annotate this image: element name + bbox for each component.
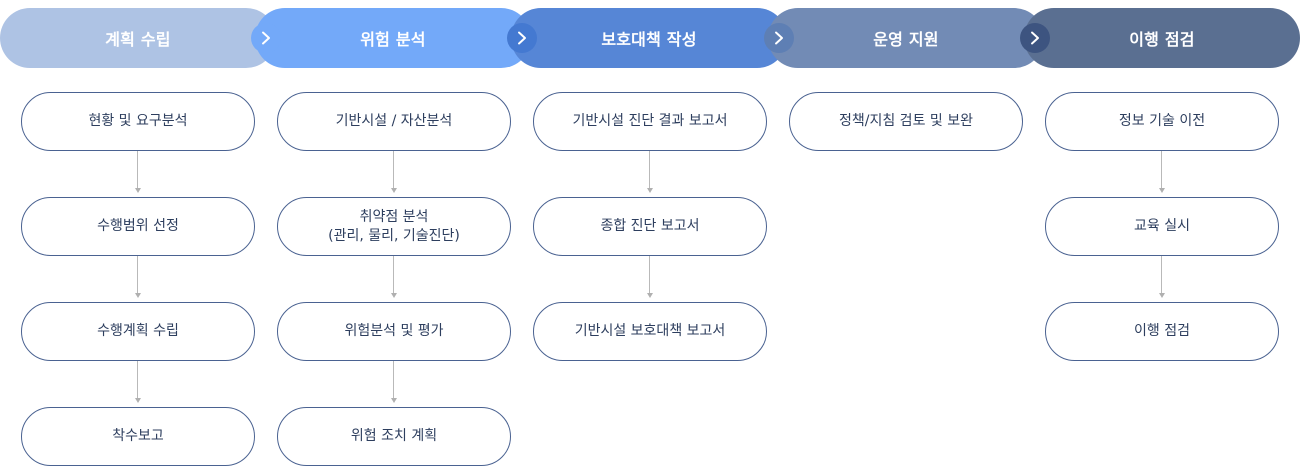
arrow-down-icon bbox=[391, 398, 397, 403]
step-label: 취약점 분석 bbox=[359, 208, 429, 225]
connector-line bbox=[137, 151, 138, 189]
down-arrow-connector bbox=[533, 256, 767, 302]
step-label: 교육 실시 bbox=[1134, 218, 1190, 234]
step-box: 기반시설 보호대책 보고서 bbox=[533, 302, 767, 361]
arrow-down-icon bbox=[1159, 293, 1165, 298]
step-box: 종합 진단 보고서 bbox=[533, 197, 767, 256]
arrow-down-icon bbox=[391, 188, 397, 193]
chevron-right-icon bbox=[507, 23, 537, 53]
down-arrow-connector bbox=[277, 361, 511, 407]
connector-line bbox=[1161, 151, 1162, 189]
connector-line bbox=[649, 151, 650, 189]
step-box: 정보 기술 이전 bbox=[1045, 92, 1279, 151]
step-label: 착수보고 bbox=[112, 428, 164, 444]
step-label: 종합 진단 보고서 bbox=[600, 218, 700, 234]
phase-label: 보호대책 작성 bbox=[601, 30, 697, 49]
step-label: 위험분석 및 평가 bbox=[344, 323, 444, 339]
phase-label: 이행 점검 bbox=[1129, 30, 1195, 49]
phase-label: 위험 분석 bbox=[360, 30, 426, 49]
connector-line bbox=[649, 256, 650, 294]
connector-line bbox=[393, 256, 394, 294]
arrow-down-icon bbox=[135, 398, 141, 403]
step-box: 기반시설 / 자산분석 bbox=[277, 92, 511, 151]
connector-line bbox=[393, 361, 394, 399]
down-arrow-connector bbox=[21, 361, 255, 407]
down-arrow-connector bbox=[1045, 256, 1279, 302]
step-label: 기반시설 / 자산분석 bbox=[335, 113, 453, 129]
chevron-right-icon bbox=[764, 23, 794, 53]
phase-label: 운영 지원 bbox=[873, 30, 939, 49]
arrow-down-icon bbox=[647, 188, 653, 193]
step-box: 취약점 분석 (관리, 물리, 기술진단) bbox=[277, 197, 511, 256]
step-box: 이행 점검 bbox=[1045, 302, 1279, 361]
step-label: 정보 기술 이전 bbox=[1118, 113, 1206, 129]
step-label: 이행 점검 bbox=[1134, 323, 1190, 339]
step-box: 수행계획 수립 bbox=[21, 302, 255, 361]
step-label: 위험 조치 계획 bbox=[350, 428, 438, 444]
arrow-down-icon bbox=[647, 293, 653, 298]
phase-risk-analysis: 위험 분석 bbox=[255, 8, 531, 68]
step-label: 기반시설 보호대책 보고서 bbox=[574, 323, 726, 339]
arrow-down-icon bbox=[135, 293, 141, 298]
step-label: 현황 및 요구분석 bbox=[88, 113, 188, 129]
step-label: (관리, 물리, 기술진단) bbox=[328, 227, 460, 244]
connector-line bbox=[1161, 256, 1162, 294]
step-box: 현황 및 요구분석 bbox=[21, 92, 255, 151]
down-arrow-connector bbox=[277, 256, 511, 302]
step-label: 수행범위 선정 bbox=[97, 218, 179, 234]
connector-line bbox=[137, 256, 138, 294]
step-box: 교육 실시 bbox=[1045, 197, 1279, 256]
step-label: 정책/지침 검토 및 보완 bbox=[839, 113, 973, 129]
down-arrow-connector bbox=[21, 151, 255, 197]
down-arrow-connector bbox=[533, 151, 767, 197]
chevron-right-icon bbox=[1020, 23, 1050, 53]
step-label: 수행계획 수립 bbox=[97, 323, 179, 339]
phase-implementation-check: 이행 점검 bbox=[1024, 8, 1300, 68]
arrow-down-icon bbox=[1159, 188, 1165, 193]
down-arrow-connector bbox=[21, 256, 255, 302]
step-box: 착수보고 bbox=[21, 407, 255, 466]
phase-label: 계획 수립 bbox=[105, 30, 171, 49]
column-operation-support: 정책/지침 검토 및 보완 bbox=[789, 92, 1023, 151]
arrow-down-icon bbox=[135, 188, 141, 193]
chevron-right-icon bbox=[251, 23, 281, 53]
arrow-down-icon bbox=[391, 293, 397, 298]
phase-operation-support: 운영 지원 bbox=[768, 8, 1044, 68]
phase-protection-plan: 보호대책 작성 bbox=[511, 8, 787, 68]
step-box: 위험 조치 계획 bbox=[277, 407, 511, 466]
down-arrow-connector bbox=[1045, 151, 1279, 197]
phase-plan: 계획 수립 bbox=[0, 8, 276, 68]
down-arrow-connector bbox=[277, 151, 511, 197]
step-label: 기반시설 진단 결과 보고서 bbox=[572, 113, 728, 129]
step-box: 정책/지침 검토 및 보완 bbox=[789, 92, 1023, 151]
step-box: 기반시설 진단 결과 보고서 bbox=[533, 92, 767, 151]
step-box: 위험분석 및 평가 bbox=[277, 302, 511, 361]
connector-line bbox=[393, 151, 394, 189]
step-box: 수행범위 선정 bbox=[21, 197, 255, 256]
connector-line bbox=[137, 361, 138, 399]
